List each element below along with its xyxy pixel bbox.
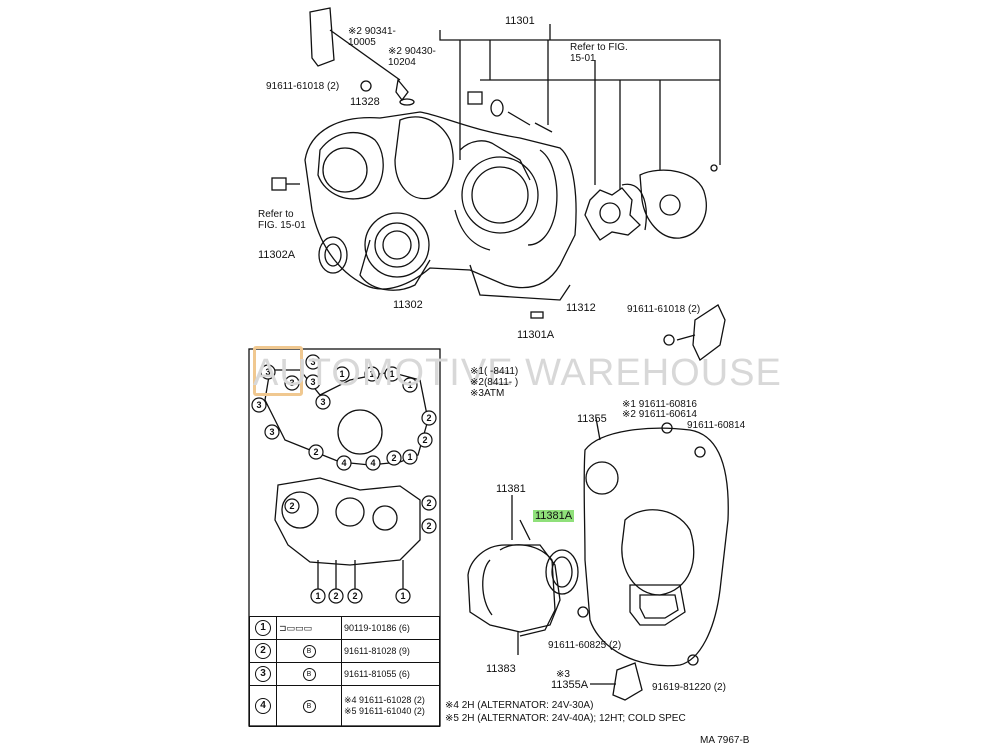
label-91619-81220: 91619-81220 (2)	[652, 682, 726, 693]
callout-key: 4	[255, 698, 271, 714]
bolt-part-number: 91611-81055 (6)	[341, 662, 440, 686]
svg-text:3: 3	[310, 377, 315, 387]
svg-text:2: 2	[426, 413, 431, 423]
label-90341: ※2 90341-10005	[348, 26, 396, 48]
svg-text:4: 4	[341, 458, 346, 468]
label-90430: ※2 90430-10204	[388, 46, 436, 68]
table-row: 3 B 91611-81055 (6)	[249, 662, 440, 686]
flange-bolt-icon: B	[302, 644, 316, 658]
flange-bolt-icon: B	[302, 667, 316, 681]
label-star3: ※3	[556, 669, 570, 680]
label-11383: 11383	[486, 663, 516, 675]
svg-text:2: 2	[352, 591, 357, 601]
bolt-part-number-multi: ※4 91611-61028 (2) ※5 91611-61040 (2)	[341, 685, 440, 727]
label-91611-60816: ※1 91611-60816	[622, 399, 697, 410]
svg-text:3: 3	[256, 400, 261, 410]
svg-text:2: 2	[289, 501, 294, 511]
label-11302: 11302	[393, 299, 423, 311]
svg-text:1: 1	[407, 452, 412, 462]
svg-text:1: 1	[369, 369, 374, 379]
flange-bolt-icon: B	[302, 699, 316, 713]
svg-text:3: 3	[320, 397, 325, 407]
label-refer-top: Refer to FIG. 15-01	[570, 42, 628, 64]
footnote-4: ※4 2H (ALTERNATOR: 24V-30A)	[445, 700, 594, 711]
bolt-part-number: ※4 91611-61028 (2)	[344, 695, 425, 705]
svg-text:3: 3	[310, 357, 315, 367]
svg-text:3: 3	[265, 367, 270, 377]
bolt-part-number: ※5 91611-61040 (2)	[344, 706, 425, 716]
bolt-icon: ⊐▭▭▭	[279, 622, 313, 633]
note-1: ※1( -8411)	[470, 366, 519, 377]
label-11302A: 11302A	[258, 249, 296, 261]
svg-text:1: 1	[400, 591, 405, 601]
watermark-logo	[253, 346, 303, 396]
svg-text:2: 2	[426, 521, 431, 531]
watermark-text: AUTOMOTIVE WAREHOUSE	[253, 352, 782, 394]
label-91611-60814: 91611-60814	[687, 420, 746, 431]
footnotes: ※4 2H (ALTERNATOR: 24V-30A) ※5 2H (ALTER…	[445, 699, 686, 725]
label-11381A: 11381A	[533, 510, 575, 522]
svg-text:4: 4	[370, 458, 375, 468]
svg-text:1: 1	[339, 369, 344, 379]
svg-text:2: 2	[333, 591, 338, 601]
label-91611-60825: 91611-60825 (2)	[548, 640, 622, 651]
svg-text:1: 1	[389, 369, 394, 379]
label-91611-60614: ※2 91611-60614	[622, 409, 697, 420]
table-row: 2 B 91611-81028 (9)	[249, 639, 440, 663]
svg-text:2: 2	[313, 447, 318, 457]
callout-key: 2	[255, 643, 271, 659]
callout-key: 3	[255, 666, 271, 682]
bolt-part-number: 91611-81028 (9)	[341, 639, 440, 663]
footnote-5: ※5 2H (ALTERNATOR: 24V-40A); 12HT; COLD …	[445, 713, 686, 724]
svg-text:2: 2	[426, 498, 431, 508]
applicability-notes: ※1( -8411) ※2(8411- ) ※3ATM	[470, 366, 518, 399]
svg-text:2: 2	[422, 435, 427, 445]
callout-key: 1	[255, 620, 271, 636]
note-2: ※2(8411- )	[470, 377, 519, 388]
label-11312: 11312	[566, 302, 596, 314]
label-refer-left: Refer to FIG. 15-01	[258, 209, 306, 231]
label-ref-code: MA 7967-B	[700, 735, 750, 746]
label-bolt-left: 91611-61018 (2)	[266, 81, 340, 92]
svg-text:3: 3	[289, 378, 294, 388]
svg-text:3: 3	[269, 427, 274, 437]
note-3: ※3ATM	[470, 388, 505, 399]
label-11355A: 11355A	[551, 679, 589, 691]
table-row: 4 B ※4 91611-61028 (2) ※5 91611-61040 (2…	[249, 685, 440, 727]
table-row: 1 ⊐▭▭▭ 90119-10186 (6)	[249, 616, 440, 640]
svg-text:1: 1	[315, 591, 320, 601]
label-11301A: 11301A	[517, 329, 555, 341]
label-11381: 11381	[496, 483, 526, 495]
label-bolt-right: 91611-61018 (2)	[627, 304, 701, 315]
highlighted-part-11381A: 11381A	[533, 510, 575, 522]
bolt-part-number: 90119-10186 (6)	[341, 616, 440, 640]
svg-text:2: 2	[391, 453, 396, 463]
label-11328: 11328	[350, 96, 380, 108]
bolt-key-table: 1 ⊐▭▭▭ 90119-10186 (6) 2 B 91611-81028 (…	[249, 616, 440, 727]
label-11355: 11355	[577, 413, 607, 425]
svg-text:1: 1	[407, 380, 412, 390]
label-11301: 11301	[505, 15, 535, 27]
